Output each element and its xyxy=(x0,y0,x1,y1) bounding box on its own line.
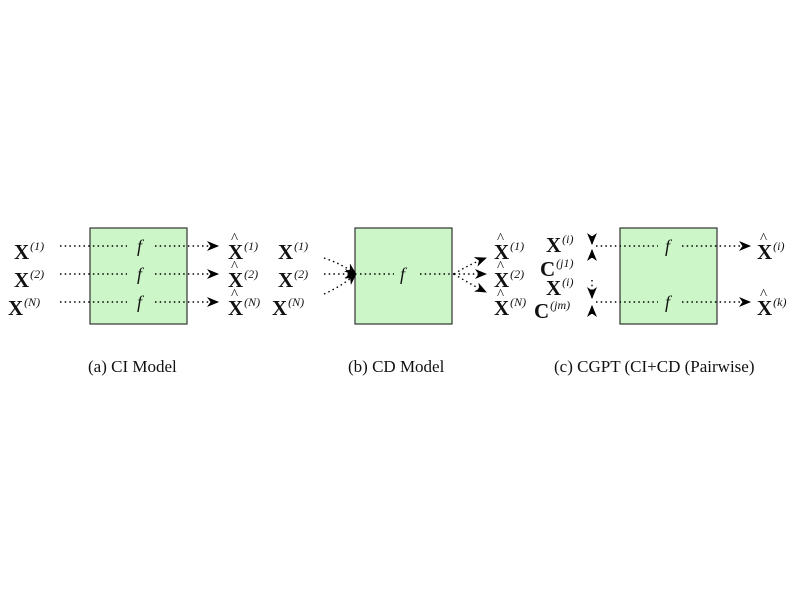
cd-input-xn: X(N) xyxy=(272,295,305,320)
cd-function-box xyxy=(354,227,453,325)
cd-input-x2: X(2) xyxy=(278,267,309,292)
ci-input-x1: X(1) xyxy=(14,239,45,264)
cd-output-xn-hat: X(N) xyxy=(494,284,526,319)
ci-input-x2: X(2) xyxy=(14,267,45,292)
cgpt-output-xi-hat: X(i) xyxy=(757,228,785,263)
cgpt-input-xi-1: X(i) xyxy=(546,232,574,257)
cd-output-n-arrow xyxy=(453,273,487,293)
ci-function-label-n: f xyxy=(137,292,143,312)
cd-input-x1: X(1) xyxy=(278,239,309,264)
cd-input-n-arrow xyxy=(323,273,357,295)
cgpt-input-xi-2: X(i) xyxy=(546,275,574,300)
cgpt-function-label-m: f xyxy=(665,292,671,312)
cgpt-input-cjm: C(jm) xyxy=(534,298,571,323)
ci-output-x1-hat: X(1) xyxy=(228,228,258,263)
ci-function-label-1: f xyxy=(137,236,143,256)
cgpt-output-xk-hat: X(k) xyxy=(757,284,787,319)
cgpt-input-cj1: C(j1) xyxy=(540,256,574,281)
ci-function-label-2: f xyxy=(137,264,143,284)
ci-output-xn-hat: X(N) xyxy=(228,284,260,319)
ci-input-xn: X(N) xyxy=(8,295,41,320)
cgpt-function-label-1: f xyxy=(665,236,671,256)
ci-model-caption: (a) CI Model xyxy=(88,357,177,376)
ci-function-box xyxy=(89,227,188,325)
cgpt-function-box xyxy=(619,227,718,325)
cd-function-label: f xyxy=(400,264,406,284)
cgpt-model-caption: (c) CGPT (CI+CD (Pairwise) xyxy=(554,357,755,376)
cd-input-1-arrow xyxy=(323,257,357,275)
cd-output-1-arrow xyxy=(453,257,487,275)
cd-model-caption: (b) CD Model xyxy=(348,357,445,376)
